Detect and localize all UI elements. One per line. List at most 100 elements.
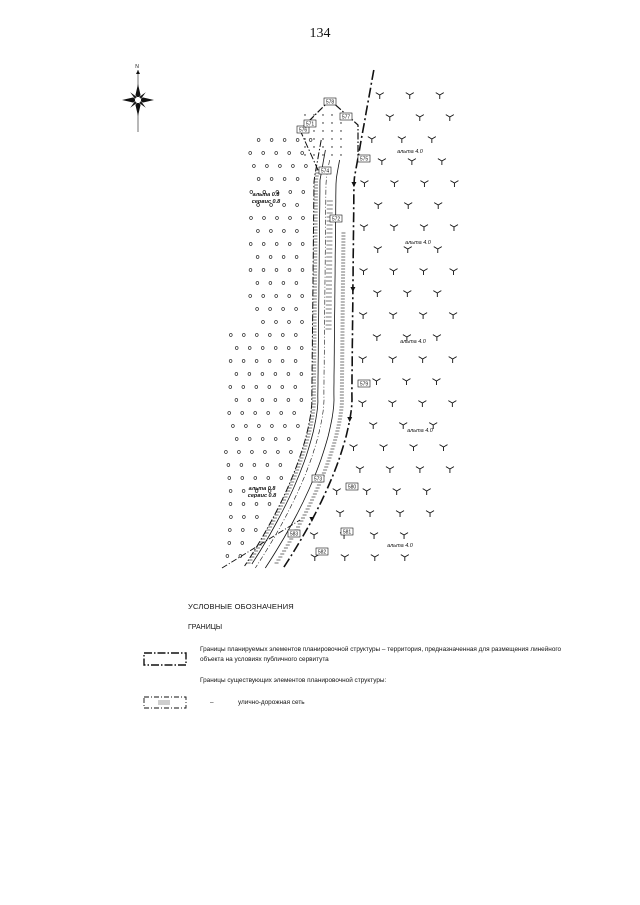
map-field-marker bbox=[299, 398, 304, 402]
map-field-marker bbox=[300, 320, 304, 324]
map-field-marker bbox=[275, 242, 279, 246]
map-left-label: альта 0.8 bbox=[253, 192, 281, 198]
map-point-label: 583 bbox=[290, 532, 299, 538]
map-dot-marker bbox=[340, 154, 342, 156]
map-tree-marker bbox=[385, 114, 395, 121]
map-field-marker bbox=[300, 346, 304, 350]
map-field-marker bbox=[261, 151, 265, 155]
map-tree-marker bbox=[375, 92, 384, 99]
map-area-label: альта 4.0 bbox=[387, 543, 414, 549]
map-road-fill bbox=[325, 292, 332, 294]
map-dot-marker bbox=[331, 130, 333, 132]
map-boundary-left bbox=[244, 139, 322, 567]
map-field-marker bbox=[287, 151, 291, 155]
map-field-marker bbox=[293, 385, 297, 389]
map-point-box bbox=[318, 166, 332, 175]
map-field-marker bbox=[301, 216, 305, 220]
map-road-fill bbox=[326, 248, 333, 250]
map-field-marker bbox=[261, 437, 265, 441]
map-field-marker bbox=[263, 450, 267, 454]
map-tree-marker bbox=[373, 290, 382, 297]
map-direction-arrow bbox=[347, 417, 353, 422]
map-dot-marker bbox=[340, 130, 342, 132]
map-field-marker bbox=[283, 424, 287, 428]
map-field-marker bbox=[261, 346, 265, 350]
map-field-marker bbox=[247, 398, 252, 402]
map-tree-marker bbox=[390, 180, 399, 187]
map-tree-marker bbox=[367, 136, 377, 143]
map-tree-marker bbox=[439, 444, 448, 451]
map-field-marker bbox=[248, 151, 252, 155]
map-field-marker bbox=[267, 489, 272, 493]
map-tree-marker bbox=[309, 532, 319, 539]
map-field-marker bbox=[274, 151, 278, 155]
map-field-marker bbox=[240, 541, 245, 545]
map-field-marker bbox=[266, 411, 270, 415]
map-field-marker bbox=[224, 450, 228, 454]
map-field-marker bbox=[253, 411, 257, 415]
map-tree-marker bbox=[310, 554, 320, 561]
map-field-marker bbox=[280, 359, 285, 363]
map-field-marker bbox=[267, 502, 272, 506]
map-point-label: 575 bbox=[360, 157, 369, 163]
map-dot-marker bbox=[313, 138, 315, 140]
map-road-fill bbox=[326, 212, 333, 214]
map-road-fill bbox=[326, 268, 333, 270]
map-tree-marker bbox=[450, 180, 459, 187]
map-field-marker bbox=[286, 372, 291, 376]
map-field-marker bbox=[296, 424, 300, 428]
map-left-label: сервис 0.8 bbox=[248, 493, 277, 499]
map-road-fill bbox=[325, 288, 332, 290]
map-field-marker bbox=[269, 203, 273, 207]
map-tree-marker bbox=[385, 466, 395, 473]
map-tree-marker bbox=[428, 422, 438, 429]
map-field-marker bbox=[281, 255, 286, 259]
map-field-marker bbox=[228, 359, 233, 363]
existing-road-boundary-swatch bbox=[143, 696, 187, 709]
map-field-marker bbox=[270, 424, 274, 428]
map-field-marker bbox=[256, 177, 261, 181]
map-tree-marker bbox=[388, 356, 397, 363]
map-field-marker bbox=[249, 190, 254, 194]
map-tree-marker bbox=[340, 554, 350, 561]
map-field-marker bbox=[299, 372, 304, 376]
compass-north-label: N bbox=[135, 64, 139, 70]
map-field-marker bbox=[280, 385, 284, 389]
map-field-marker bbox=[252, 164, 256, 168]
planned-boundary-swatch bbox=[143, 652, 187, 666]
map-field-marker bbox=[249, 242, 253, 246]
map-field-marker bbox=[255, 255, 260, 259]
map-tree-marker bbox=[403, 246, 412, 253]
map-field-marker bbox=[257, 424, 261, 428]
map-field-marker bbox=[254, 359, 259, 363]
map-boundary-bottom bbox=[221, 519, 301, 569]
map-area-label: альта 4.0 bbox=[407, 428, 434, 434]
map-road-fill bbox=[326, 276, 332, 278]
map-field-marker bbox=[279, 476, 283, 480]
map-tree-marker bbox=[403, 290, 412, 297]
map-road-fill bbox=[326, 272, 333, 274]
map-tree-marker bbox=[419, 268, 428, 275]
map-tree-marker bbox=[358, 400, 367, 407]
map-tree-marker bbox=[332, 488, 341, 495]
map-tree-marker bbox=[395, 510, 405, 517]
map-tree-marker bbox=[435, 92, 444, 99]
map-point-box bbox=[303, 119, 317, 128]
map-field-marker bbox=[288, 242, 292, 246]
map-tree-marker bbox=[369, 532, 379, 539]
map-field-marker bbox=[278, 463, 283, 467]
map-field-marker bbox=[278, 164, 282, 168]
map-tree-marker bbox=[359, 224, 369, 231]
map-tree-marker bbox=[405, 92, 414, 99]
map-dot-marker bbox=[331, 146, 333, 148]
map-field-marker bbox=[269, 229, 273, 233]
map-field-marker bbox=[260, 372, 265, 376]
map-field-marker bbox=[265, 164, 269, 168]
map-tree-marker bbox=[409, 444, 418, 451]
map-field-marker bbox=[242, 333, 246, 337]
map-field-marker bbox=[249, 216, 253, 220]
map-dot-marker bbox=[304, 114, 306, 116]
map-field-marker bbox=[235, 437, 239, 441]
map-field-marker bbox=[240, 411, 244, 415]
